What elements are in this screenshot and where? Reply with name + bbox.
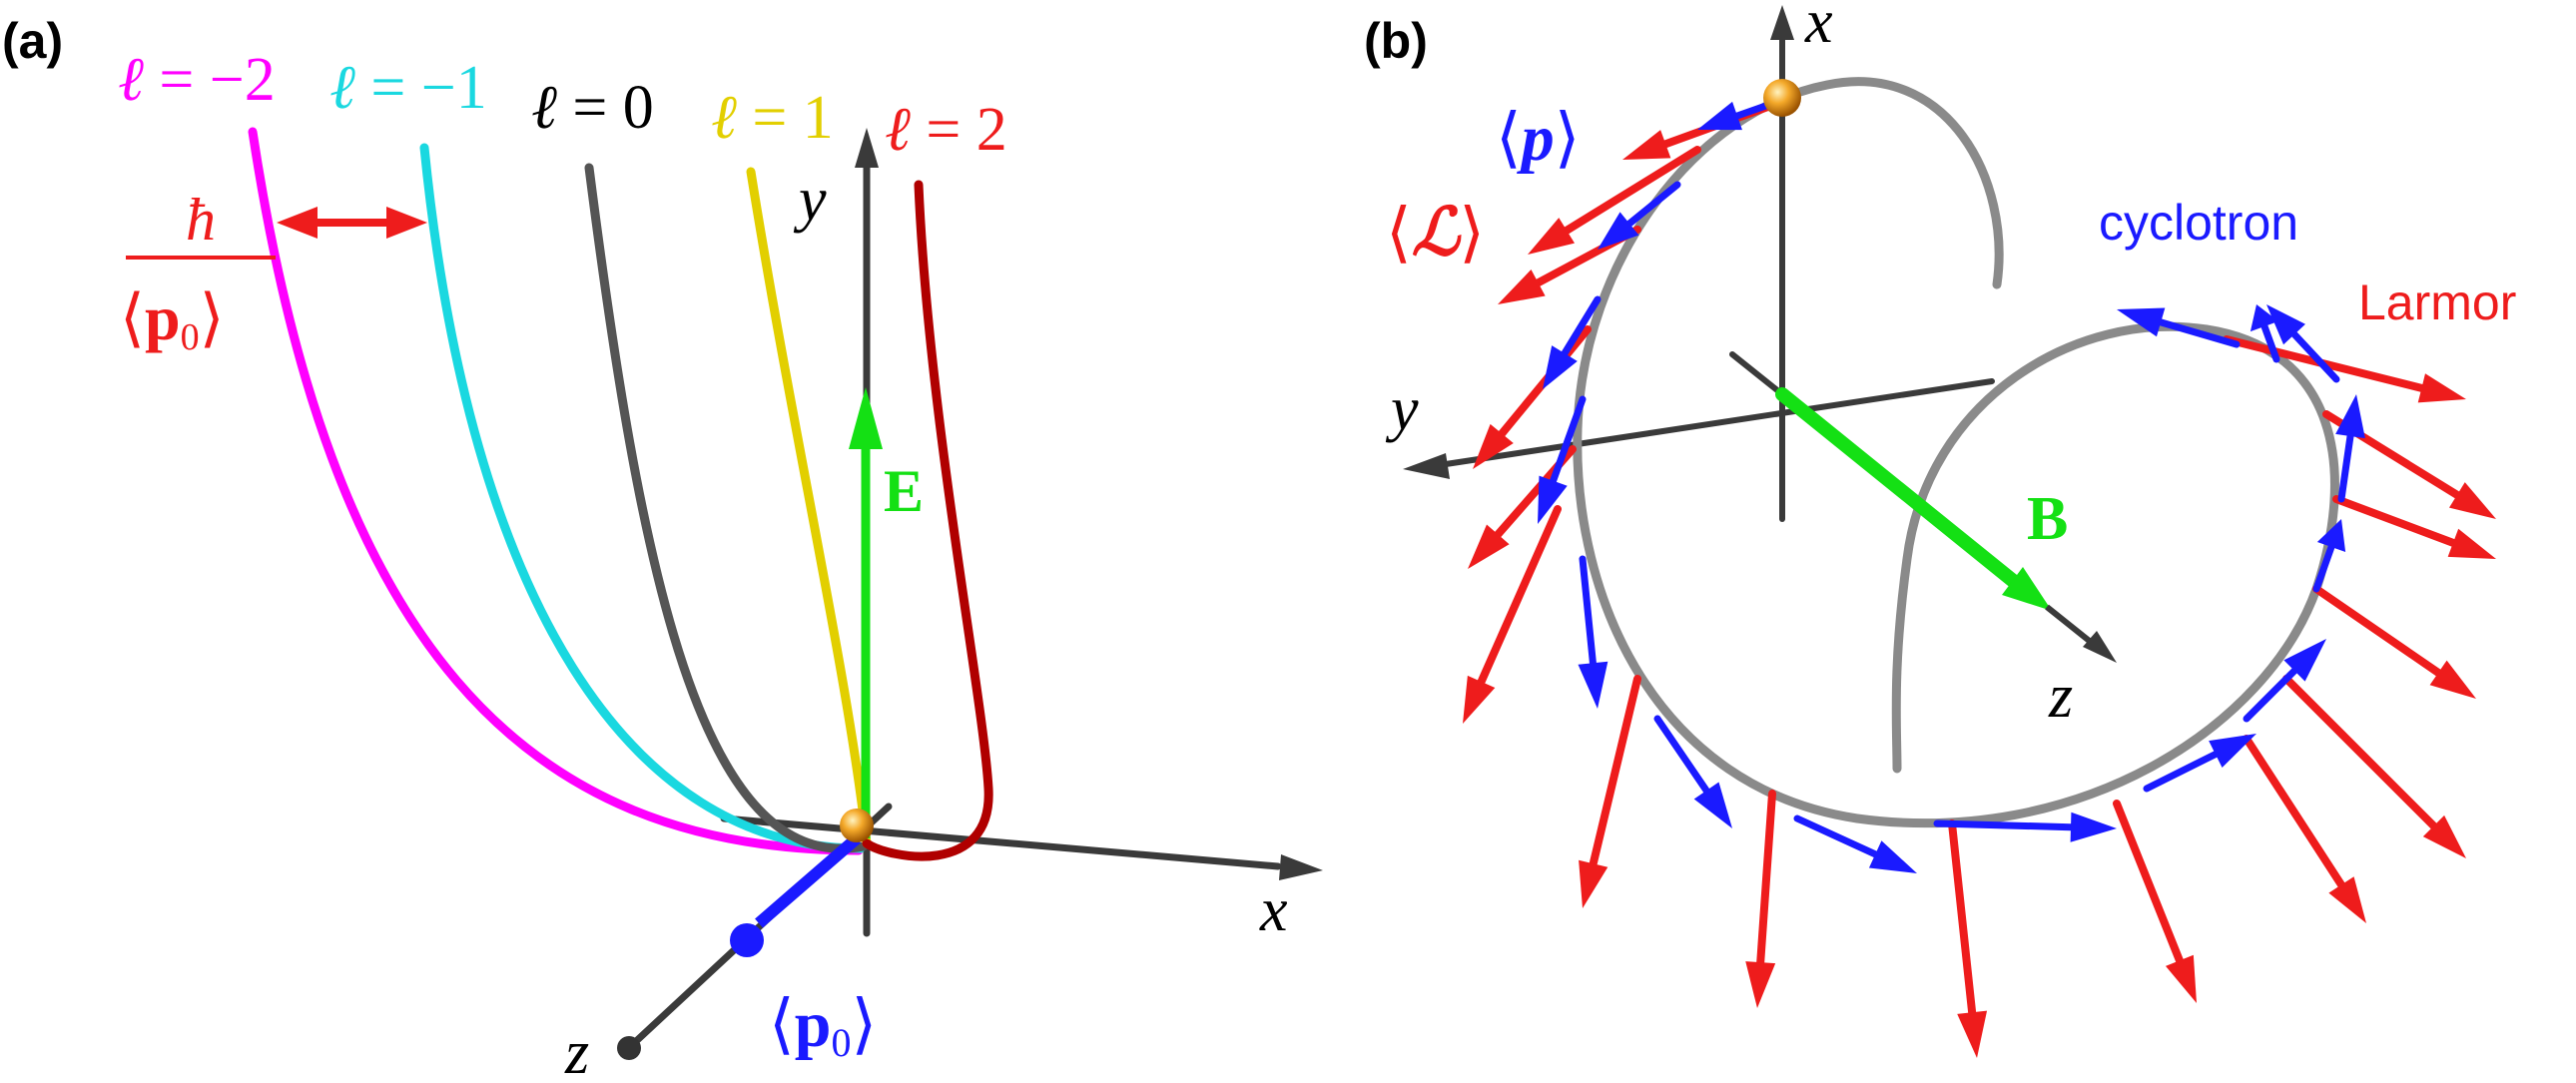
panel-a-particle [840, 809, 874, 842]
panel-a-x-axis [720, 814, 1282, 870]
cyclotron-arrow [2117, 307, 2241, 348]
curve-ell-1 [746, 167, 872, 848]
cyclotron-arrow [2266, 304, 2340, 383]
panel-a-axes [630, 128, 1323, 1047]
cyclotron-arrow [1578, 555, 1609, 709]
panel-a-label: (a) [2, 13, 63, 69]
curve-ell-minus-2 [248, 127, 864, 855]
hbar-numerator: ħ [186, 187, 216, 253]
cyclotron-arrow [2243, 639, 2326, 723]
cyclotron-arrows [1538, 91, 2365, 873]
panel-a-y-label: y [793, 166, 827, 234]
larmor-arrow [2332, 495, 2496, 559]
panel-b-z-short [1729, 351, 1785, 397]
larmor-arrow [1463, 505, 1562, 724]
cyclotron-label: cyclotron [2099, 195, 2298, 251]
cyclotron-orbit [1573, 77, 2339, 828]
panel-b-y-label: y [1385, 375, 1419, 443]
hbar-over-p0-fraction: ħ ⟨p0⟩ [120, 187, 276, 358]
curve-ell-minus-1 [419, 143, 866, 853]
cyclotron-arrow [1653, 715, 1732, 828]
p0-denominator: ⟨p0⟩ [120, 282, 225, 358]
label-ell-0: ℓ = 0 [531, 74, 654, 142]
larmor-arrow [2312, 585, 2476, 699]
label-ell-1: ℓ = 1 [711, 84, 834, 152]
panel-a-trajectories [248, 127, 993, 861]
label-ell-2: ℓ = 2 [885, 96, 1007, 164]
larmor-arrow [1579, 675, 1641, 908]
larmor-arrow [1528, 146, 1701, 255]
hbar-separation-arrow [277, 207, 427, 239]
cyclotron-arrow [2143, 734, 2256, 793]
p0-arrow [730, 833, 861, 957]
panel-b-y-axis [1443, 378, 1995, 467]
panel-b-label: (b) [1364, 13, 1428, 69]
cyclotron-arrow [2335, 394, 2365, 503]
label-ell-minus-1: ℓ = −1 [329, 54, 487, 122]
e-field-arrow [849, 387, 883, 838]
cyclotron-arrow [1598, 181, 1681, 250]
curve-ell-0 [584, 163, 869, 853]
larmor-arrow [1948, 819, 1988, 1058]
p-momentum-label: ⟨p⟩ [1496, 102, 1581, 175]
larmor-arrow [2282, 675, 2466, 858]
larmor-arrows [1463, 96, 2496, 1058]
p0-label: ⟨p0⟩ [769, 988, 877, 1065]
panel-b-particle [1763, 79, 1801, 117]
panel-a-y-arrowhead [855, 128, 879, 168]
larmor-arrow [1745, 790, 1776, 1008]
panel-a-x-arrowhead [1279, 854, 1323, 880]
curve-ell-2 [862, 180, 993, 861]
cyclotron-arrow [2312, 519, 2346, 593]
cyclotron-arrow [1543, 295, 1602, 389]
panel-a-x-label: x [1259, 876, 1288, 944]
panel-b-y-arrowhead [1403, 453, 1450, 479]
panel-b-x-arrowhead [1770, 5, 1794, 40]
b-field-label: B [2027, 485, 2068, 553]
cyclotron-arrow [1793, 814, 1917, 873]
panel-a: (a) E [2, 13, 1323, 1083]
cyclotron-arrow [1538, 395, 1587, 524]
label-ell-minus-2: ℓ = −2 [118, 46, 276, 114]
cyclotron-arrow [2250, 304, 2280, 363]
panel-b-z-label: z [2048, 663, 2073, 731]
panel-a-z-label: z [564, 1019, 589, 1083]
panel-b: (b) B x y z ⟨p⟩ ⟨ [1364, 0, 2516, 1058]
larmor-arrow [2243, 735, 2366, 923]
cyclotron-arrow [1933, 812, 2117, 842]
b-field-arrow [1775, 387, 2117, 663]
panel-b-x-label: x [1804, 0, 1833, 56]
l-angular-label: ⟨ℒ⟩ [1386, 197, 1485, 270]
panel-a-z-tip [617, 1036, 641, 1060]
larmor-arrow [2113, 800, 2197, 1003]
larmor-arrow [2223, 335, 2466, 403]
e-field-label: E [884, 458, 924, 524]
larmor-label: Larmor [2358, 274, 2516, 330]
